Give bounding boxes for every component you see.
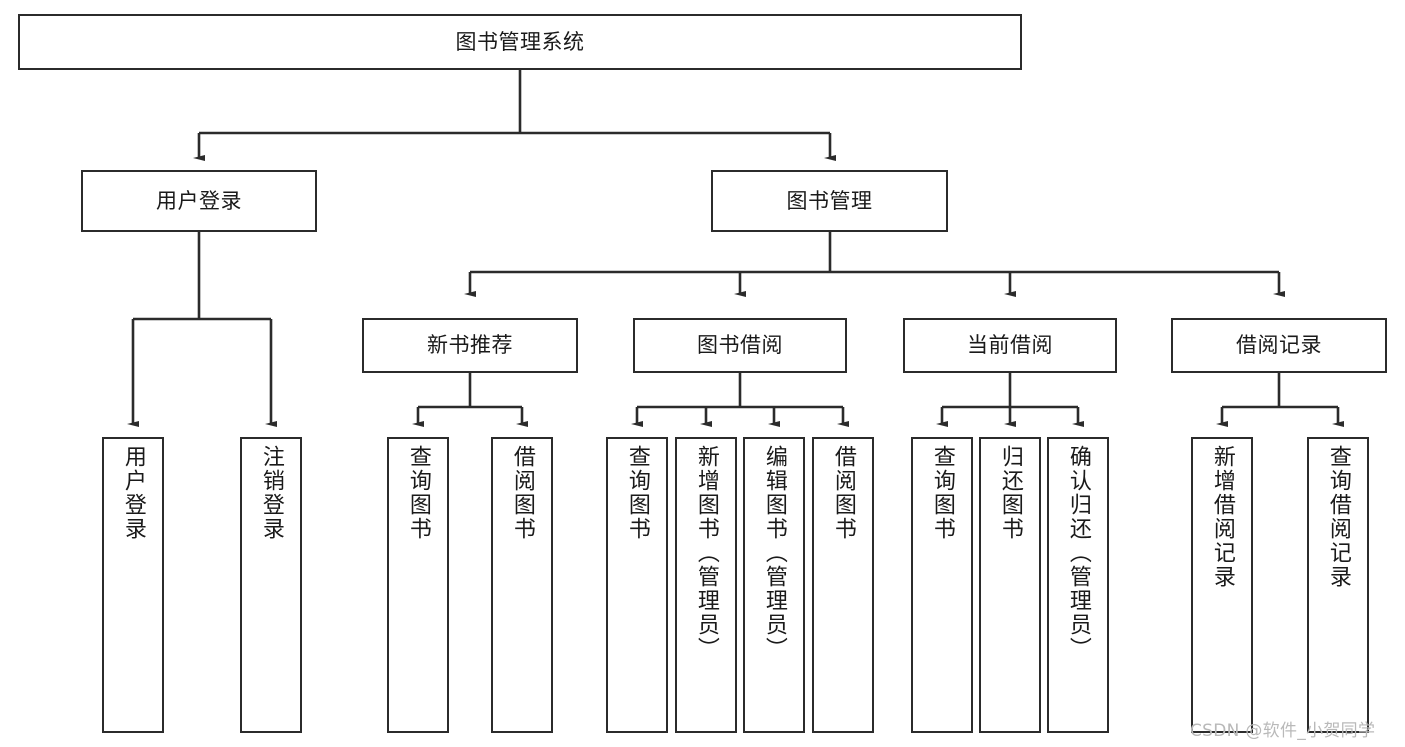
leaf-user-login-logout[interactable]: 注销登录 (240, 437, 302, 733)
node-label: 用户登录 (120, 445, 146, 541)
node-book-borrow[interactable]: 图书借阅 (633, 318, 847, 373)
leaf-borrow-add-book-admin[interactable]: 新增图书（管理员） (675, 437, 737, 733)
node-label: 注销登录 (258, 445, 284, 541)
node-label: 编辑图书（管理员） (761, 445, 787, 661)
node-label: 确认归还（管理员） (1065, 445, 1091, 661)
node-label: 当前借阅 (967, 333, 1053, 358)
leaf-borrow-borrow-book[interactable]: 借阅图书 (812, 437, 874, 733)
leaf-recommend-borrow-book[interactable]: 借阅图书 (491, 437, 553, 733)
leaf-record-add-record[interactable]: 新增借阅记录 (1191, 437, 1253, 733)
node-label: 归还图书 (997, 445, 1023, 541)
leaf-user-login-login[interactable]: 用户登录 (102, 437, 164, 733)
leaf-borrow-query-book[interactable]: 查询图书 (606, 437, 668, 733)
node-label: 查询图书 (624, 445, 650, 541)
leaf-record-query-record[interactable]: 查询借阅记录 (1307, 437, 1369, 733)
node-label: 查询图书 (405, 445, 431, 541)
node-new-book-recommend[interactable]: 新书推荐 (362, 318, 578, 373)
node-label: 借阅图书 (509, 445, 535, 541)
leaf-borrow-edit-book-admin[interactable]: 编辑图书（管理员） (743, 437, 805, 733)
leaf-current-query-book[interactable]: 查询图书 (911, 437, 973, 733)
node-label: 借阅记录 (1236, 333, 1322, 358)
node-label: 查询图书 (929, 445, 955, 541)
node-label: 新增借阅记录 (1209, 445, 1235, 589)
node-label: 查询借阅记录 (1325, 445, 1351, 589)
node-label: 借阅图书 (830, 445, 856, 541)
node-user-login[interactable]: 用户登录 (81, 170, 317, 232)
node-book-management[interactable]: 图书管理 (711, 170, 948, 232)
node-label: 图书借阅 (697, 333, 783, 358)
leaf-recommend-query-book[interactable]: 查询图书 (387, 437, 449, 733)
node-label: 新书推荐 (427, 333, 513, 358)
node-root-system[interactable]: 图书管理系统 (18, 14, 1022, 70)
node-label: 用户登录 (156, 188, 242, 213)
csdn-watermark: CSDN @软件_小贺同学 (1190, 721, 1376, 741)
node-current-borrow[interactable]: 当前借阅 (903, 318, 1117, 373)
leaf-current-return-book[interactable]: 归还图书 (979, 437, 1041, 733)
node-label: 图书管理系统 (455, 29, 585, 54)
leaf-current-confirm-return-admin[interactable]: 确认归还（管理员） (1047, 437, 1109, 733)
node-label: 新增图书（管理员） (693, 445, 719, 661)
node-label: 图书管理 (786, 188, 873, 213)
node-borrow-record[interactable]: 借阅记录 (1171, 318, 1387, 373)
